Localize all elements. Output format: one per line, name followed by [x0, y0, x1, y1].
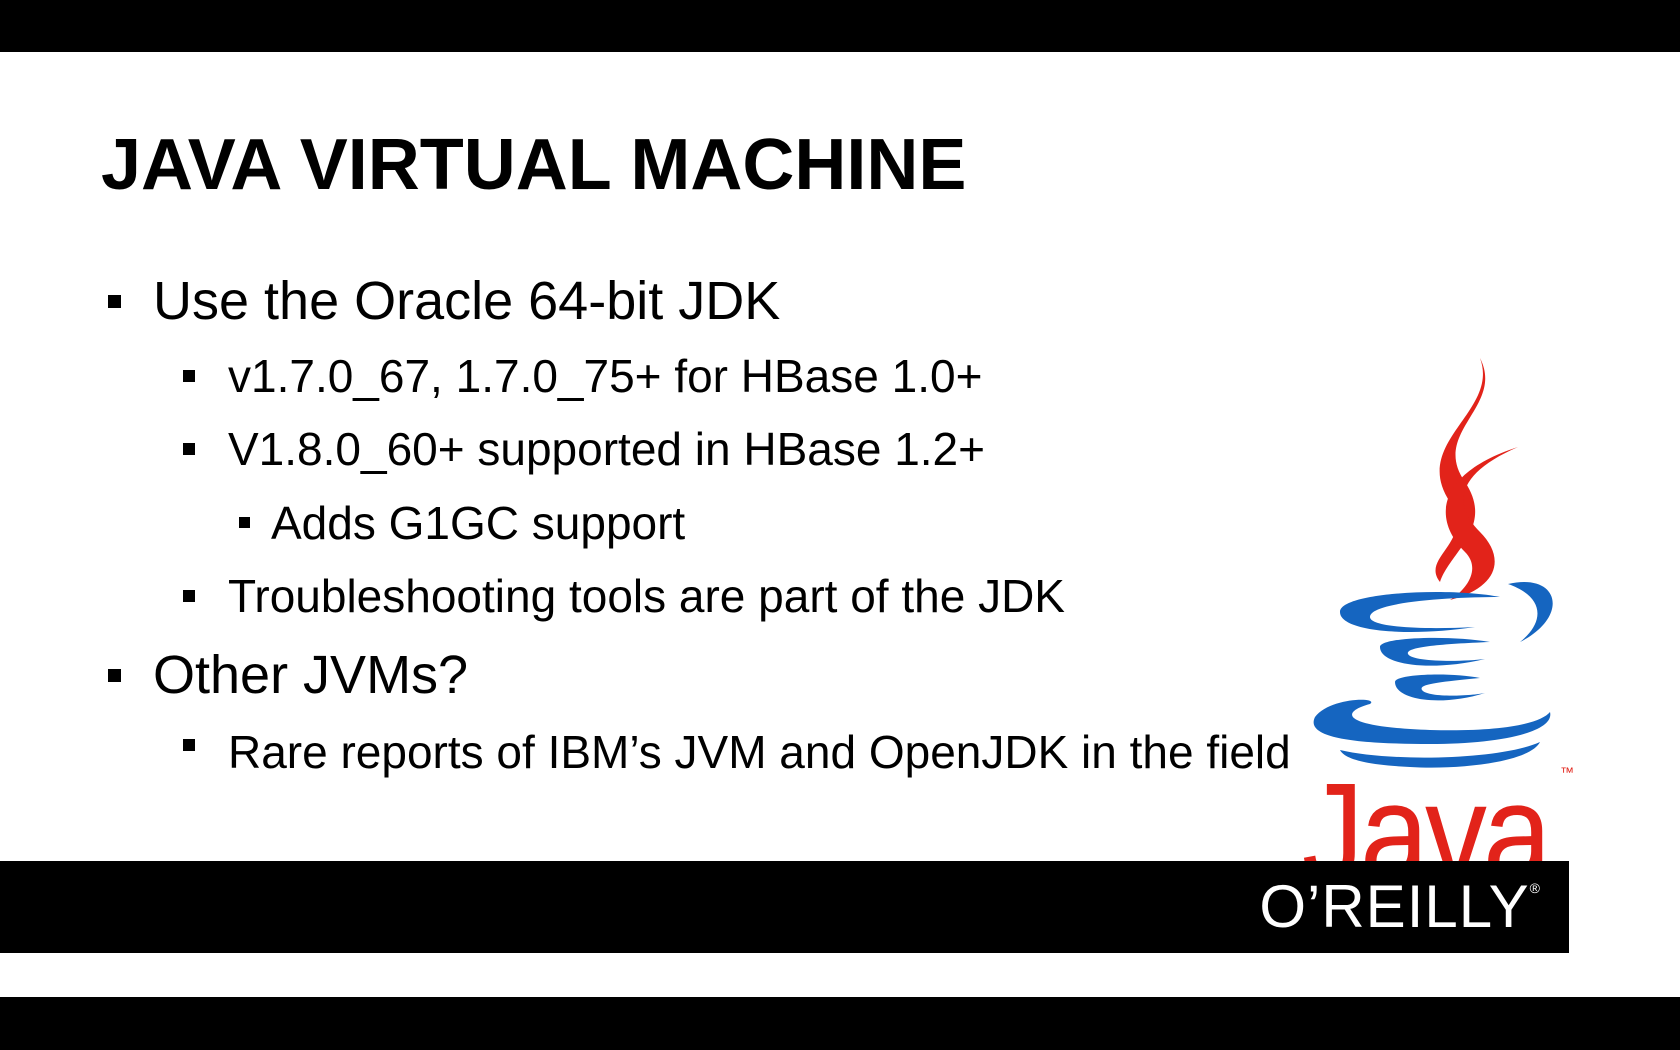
footer-bar: O’REILLY® — [0, 861, 1569, 953]
bullet-square-icon — [108, 295, 121, 308]
java-logo: Java ™ — [1302, 358, 1574, 892]
bullet-item: Rare reports of IBM’s JVM and OpenJDK in… — [183, 722, 1333, 783]
bullet-square-icon — [183, 739, 195, 751]
top-letterbox-bar — [0, 0, 1680, 52]
bullet-item: Use the Oracle 64-bit JDK — [108, 271, 781, 331]
bullet-item: V1.8.0_60+ supported in HBase 1.2+ — [183, 423, 986, 475]
trademark-symbol: ™ — [1560, 764, 1574, 780]
bullet-item: Other JVMs? — [108, 645, 469, 705]
bullet-text: Other JVMs? — [153, 645, 469, 705]
slide: JAVA VIRTUAL MACHINE Use the Oracle 64-b… — [0, 52, 1680, 997]
bullet-text: Rare reports of IBM’s JVM and OpenJDK in… — [228, 726, 1291, 778]
bullet-text: v1.7.0_67, 1.7.0_75+ for HBase 1.0+ — [228, 350, 983, 402]
bullet-square-icon — [183, 443, 195, 455]
bullet-text: Troubleshooting tools are part of the JD… — [228, 570, 1065, 622]
bullet-square-icon — [108, 669, 121, 682]
bullet-text: Use the Oracle 64-bit JDK — [153, 271, 781, 331]
bullet-item: Troubleshooting tools are part of the JD… — [183, 570, 1065, 622]
oreilly-brand-text: O’REILLY — [1259, 873, 1530, 940]
oreilly-logo: O’REILLY® — [1259, 877, 1541, 937]
bullet-square-icon — [183, 370, 195, 382]
bullet-square-icon — [239, 517, 250, 528]
registered-mark: ® — [1529, 880, 1541, 896]
java-coffee-cup-icon — [1313, 358, 1553, 768]
bullet-text: Adds G1GC support — [271, 497, 686, 549]
bullet-item: Adds G1GC support — [239, 497, 686, 549]
bottom-letterbox-bar — [0, 997, 1680, 1050]
bullet-square-icon — [183, 590, 195, 602]
bullet-item: v1.7.0_67, 1.7.0_75+ for HBase 1.0+ — [183, 350, 983, 402]
bullet-text: V1.8.0_60+ supported in HBase 1.2+ — [228, 423, 986, 475]
slide-title: JAVA VIRTUAL MACHINE — [101, 125, 967, 205]
